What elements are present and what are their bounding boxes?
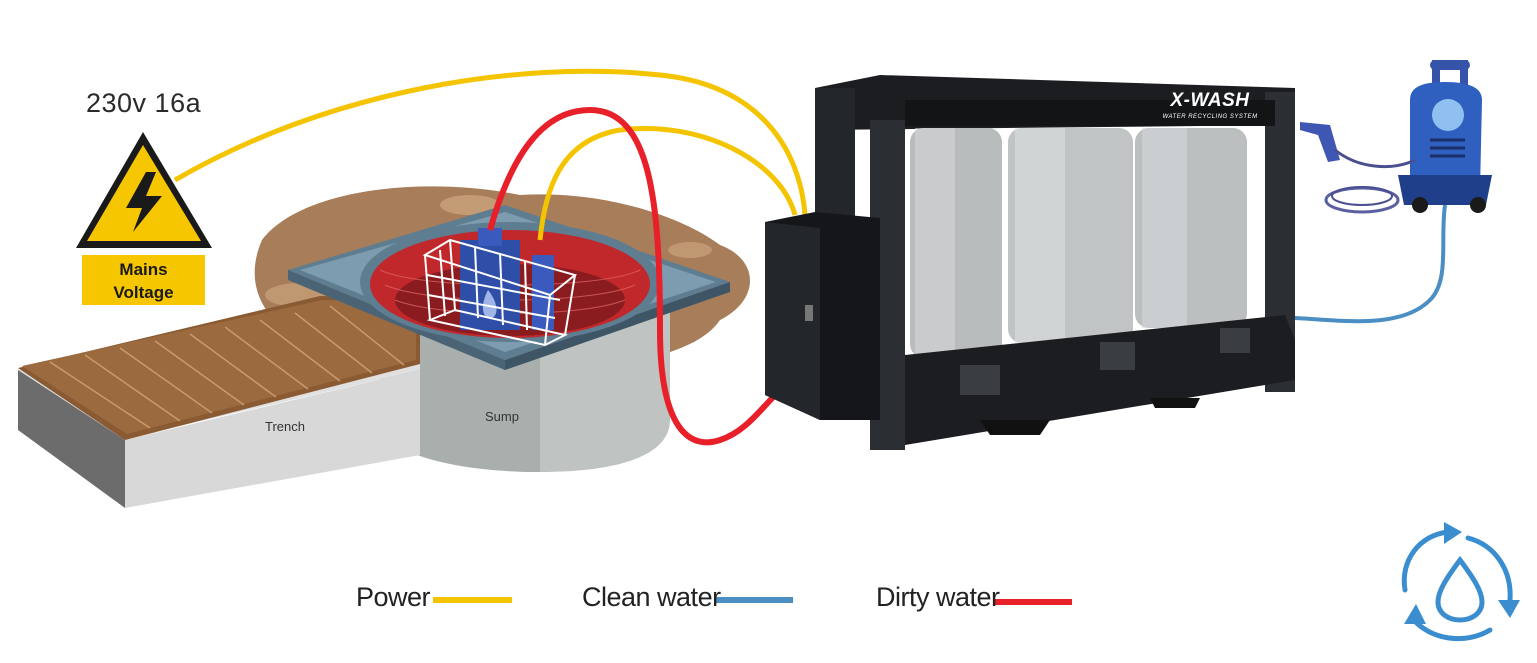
- brand-name: X-WASH: [1170, 90, 1250, 111]
- legend-line-clean-water: [714, 597, 793, 603]
- pump-basket: [422, 228, 578, 347]
- xwash-brand: X-WASH WATER RECYCLING SYSTEM: [1160, 90, 1260, 120]
- water-recycle-icon: [1401, 522, 1520, 642]
- trench: [18, 296, 420, 508]
- trench-label: Trench: [265, 419, 305, 434]
- filter-tank: [910, 128, 1002, 358]
- legend-label-clean-water: Clean water: [582, 582, 721, 612]
- mains-line1: Mains: [119, 260, 168, 279]
- pressure-washer-icon: [1300, 60, 1492, 214]
- legend-clean-water: Clean water: [582, 582, 721, 613]
- legend-label-power: Power: [356, 582, 431, 612]
- brand-tagline: WATER RECYCLING SYSTEM: [1162, 114, 1258, 120]
- xwash-unit: [765, 75, 1295, 450]
- filter-tank: [1135, 128, 1247, 328]
- dirty-water-hose: [487, 106, 781, 446]
- legend-power: Power: [356, 582, 431, 613]
- mains-line2: Voltage: [113, 283, 174, 302]
- legend-dirty-water: Dirty water: [876, 582, 1000, 613]
- power-cable: [173, 68, 808, 216]
- legend-line-dirty-water: [993, 599, 1072, 605]
- sump-label: Sump: [485, 409, 519, 424]
- legend-label-dirty-water: Dirty water: [876, 582, 1000, 612]
- power-spec: 230v 16a: [86, 88, 202, 118]
- clean-water-hose: [1294, 204, 1447, 324]
- high-voltage-warning-icon: [76, 132, 212, 248]
- filter-tank: [1008, 128, 1133, 343]
- mains-voltage-label: Mains Voltage: [82, 255, 205, 305]
- legend-line-power: [433, 597, 512, 603]
